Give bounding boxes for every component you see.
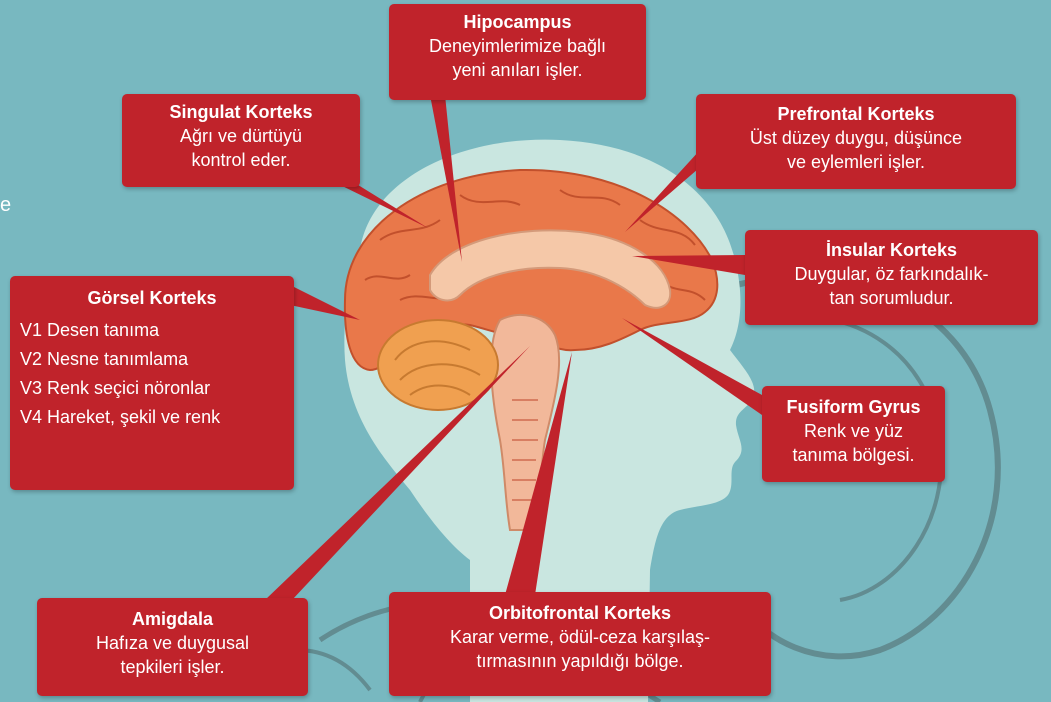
- callout-line: tan sorumludur.: [745, 286, 1038, 310]
- callout-line: Renk ve yüz: [762, 419, 945, 443]
- callout-title: Hipocampus: [389, 10, 646, 34]
- callout-title: Prefrontal Korteks: [696, 102, 1016, 126]
- callout-insular-korteks: İnsular Korteks Duygular, öz farkındalık…: [745, 230, 1038, 325]
- callout-title: Görsel Korteks: [20, 286, 284, 310]
- callout-line: Deneyimlerimize bağlı: [389, 34, 646, 58]
- callout-title: Amigdala: [37, 607, 308, 631]
- callout-fusiform-gyrus: Fusiform Gyrus Renk ve yüz tanıma bölges…: [762, 386, 945, 482]
- list-item: V1 Desen tanıma: [20, 316, 284, 345]
- callout-line: tırmasının yapıldığı bölge.: [389, 649, 771, 673]
- callout-title: Fusiform Gyrus: [762, 395, 945, 419]
- callout-line: Karar verme, ödül-ceza karşılaş-: [389, 625, 771, 649]
- callout-hipocampus: Hipocampus Deneyimlerimize bağlı yeni an…: [389, 4, 646, 100]
- callout-gorsel-korteks: Görsel Korteks V1 Desen tanıma V2 Nesne …: [10, 276, 294, 490]
- callout-line: ve eylemleri işler.: [696, 150, 1016, 174]
- callout-line: Duygular, öz farkındalık-: [745, 262, 1038, 286]
- callout-amigdala: Amigdala Hafıza ve duygusal tepkileri iş…: [37, 598, 308, 696]
- callout-line: Üst düzey duygu, düşünce: [696, 126, 1016, 150]
- callout-title: İnsular Korteks: [745, 238, 1038, 262]
- callout-line: Ağrı ve dürtüyü: [122, 124, 360, 148]
- callout-line: Hafıza ve duygusal: [37, 631, 308, 655]
- list-item: V2 Nesne tanımlama: [20, 345, 284, 374]
- callout-orbitofrontal-korteks: Orbitofrontal Korteks Karar verme, ödül-…: [389, 592, 771, 696]
- callout-line: tanıma bölgesi.: [762, 443, 945, 467]
- callout-line: yeni anıları işler.: [389, 58, 646, 82]
- callout-singulat-korteks: Singulat Korteks Ağrı ve dürtüyü kontrol…: [122, 94, 360, 187]
- callout-line: kontrol eder.: [122, 148, 360, 172]
- list-item: V3 Renk seçici nöronlar: [20, 374, 284, 403]
- callout-title: Singulat Korteks: [122, 100, 360, 124]
- callout-title: Orbitofrontal Korteks: [389, 601, 771, 625]
- callout-line: tepkileri işler.: [37, 655, 308, 679]
- list-item: V4 Hareket, şekil ve renk: [20, 403, 284, 432]
- callout-prefrontal-korteks: Prefrontal Korteks Üst düzey duygu, düşü…: [696, 94, 1016, 189]
- stray-glyph: e: [0, 194, 11, 217]
